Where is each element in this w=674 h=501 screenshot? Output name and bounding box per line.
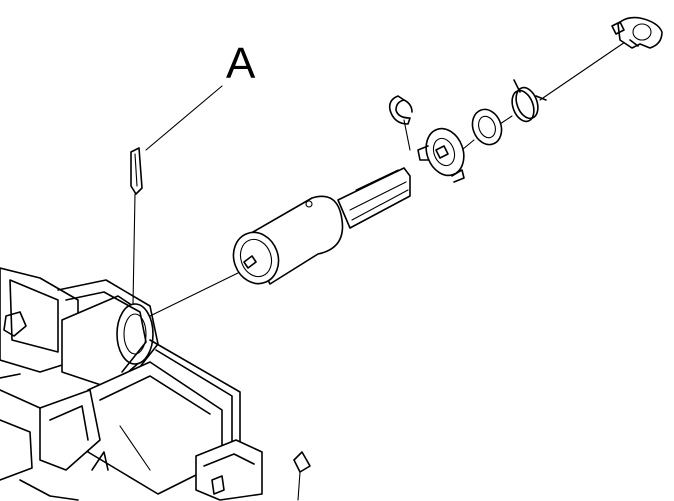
lock-cylinder (232, 167, 411, 285)
lock-housing-assembly (0, 267, 311, 501)
callout-letter-a: A (226, 39, 256, 88)
axis-line-segment-3 (539, 39, 629, 101)
coil-spring (511, 79, 547, 123)
washer-ring (471, 108, 503, 146)
end-retainer-cap (611, 16, 663, 49)
cam-actuator (417, 127, 465, 183)
key-pin-part-a (130, 147, 143, 195)
retaining-clip (388, 95, 413, 125)
axis-line-segment-2 (499, 115, 513, 125)
clip-axis-line (403, 119, 411, 151)
axis-line-housing-to-cylinder (149, 271, 241, 317)
key-assembly-axis (132, 193, 136, 305)
callout-leader-line (145, 85, 223, 151)
